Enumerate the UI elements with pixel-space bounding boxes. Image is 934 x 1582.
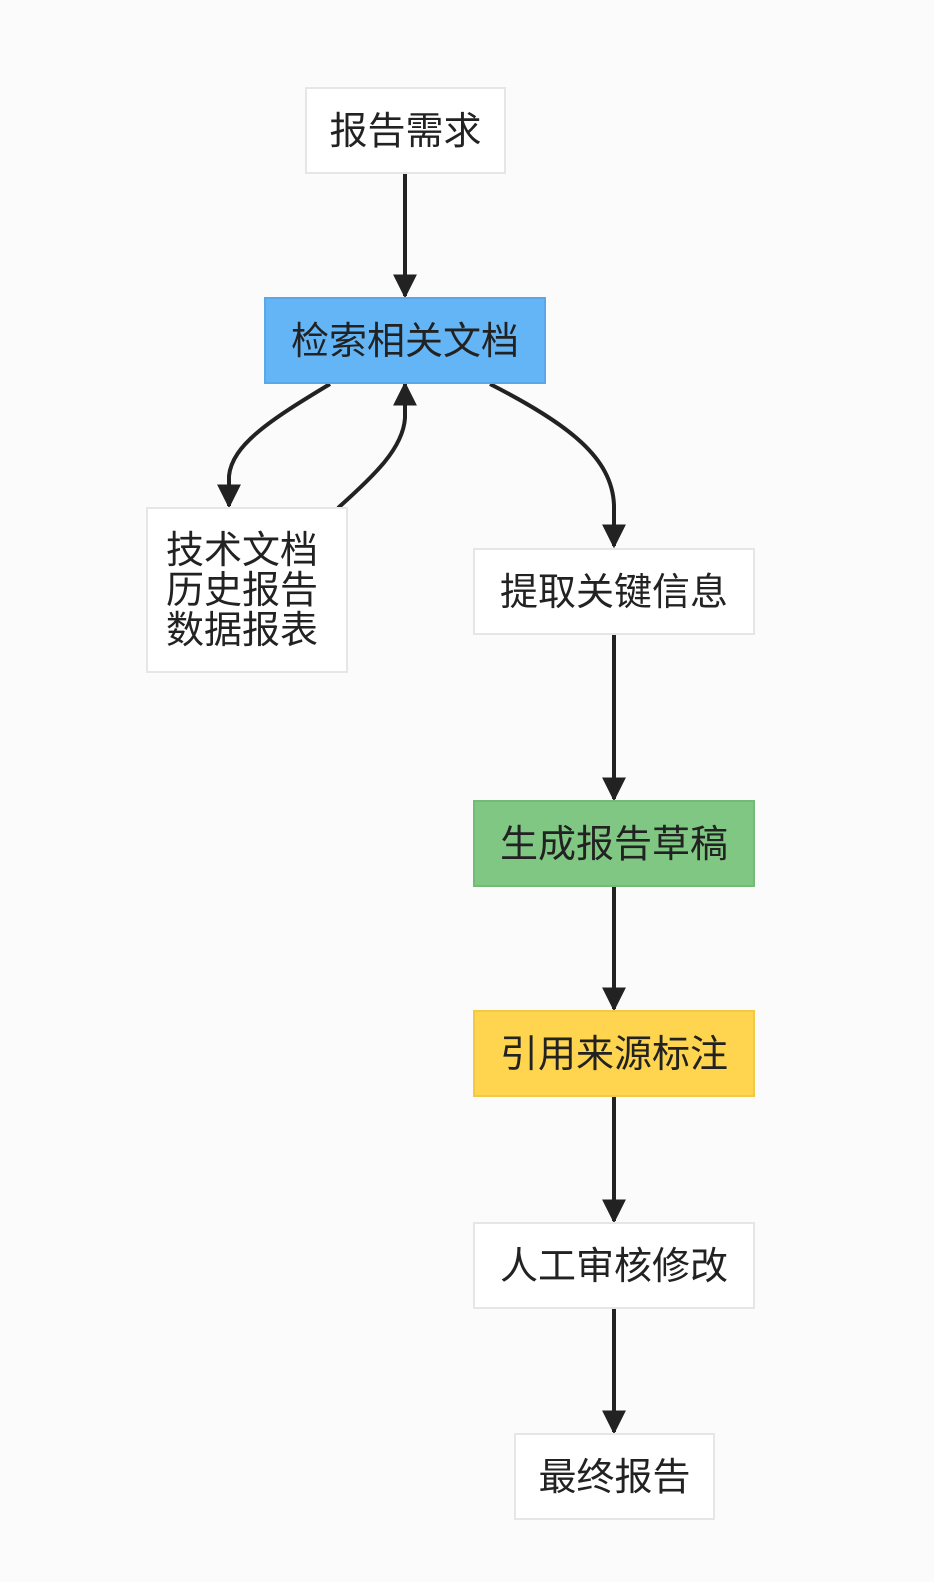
node-extract-key-info-label: 提取关键信息 (499, 569, 728, 614)
node-retrieve-documents-label: 检索相关文档 (290, 318, 519, 363)
node-citation-annotation-label: 引用来源标注 (499, 1031, 728, 1076)
node-source-documents: 技术文档 历史报告 数据报表 (146, 507, 348, 673)
source-data-reports: 数据报表 (166, 608, 319, 652)
node-report-request: 报告需求 (305, 87, 506, 174)
edge-retrieve-to-sources (217, 382, 332, 509)
node-generate-draft: 生成报告草稿 (473, 800, 755, 887)
node-report-request-label: 报告需求 (329, 108, 482, 153)
source-historical-reports: 历史报告 (166, 568, 319, 612)
source-technical-docs: 技术文档 (166, 528, 319, 572)
edge-retrieve-to-extract (489, 382, 626, 549)
node-final-report-label: 最终报告 (538, 1454, 691, 1499)
node-manual-review-label: 人工审核修改 (499, 1243, 728, 1288)
node-retrieve-documents: 检索相关文档 (264, 297, 546, 384)
node-manual-review: 人工审核修改 (473, 1222, 755, 1309)
node-citation-annotation: 引用来源标注 (473, 1010, 755, 1097)
node-extract-key-info: 提取关键信息 (473, 548, 755, 635)
node-final-report: 最终报告 (514, 1433, 715, 1520)
edge-sources-to-retrieve (336, 381, 417, 510)
node-generate-draft-label: 生成报告草稿 (499, 821, 728, 866)
